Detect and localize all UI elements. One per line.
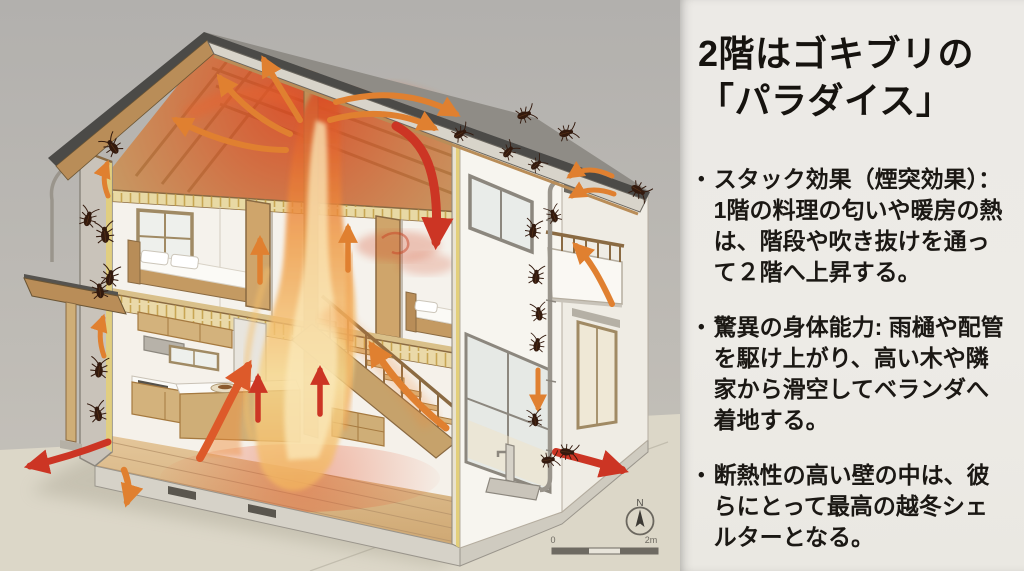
pillow [414,299,438,314]
heat-arrow-into-bedroom [391,121,454,251]
bedroom-window-front [468,173,534,255]
eave-entry-arrow [566,161,615,179]
heat-arrow-roof-left [216,73,293,137]
porch-column [65,301,77,443]
bullet-marker: • [698,465,705,486]
roof-edge-left [48,32,210,166]
bullet-item-stack-effect: • スタック効果（煙突効果）：1階の料理の匂いや暖房の熱は、階段や吹き抜けを通っ… [698,164,1010,288]
food [218,384,232,390]
page-title-line1: 2階はゴキブリの [698,33,975,74]
heat-arrow-roof-right [327,110,439,131]
heat-plume [160,82,456,512]
bullet-text: 断熱性の高い壁の中は、彼らにとって最高の越冬シェルターとなる。 [713,462,990,550]
foundation-vent [248,504,276,518]
compass-needle [635,509,645,527]
smoke-swirl [381,231,410,255]
foundation-vent [168,486,196,500]
heat-arrow-roof-right [333,92,461,117]
bullet-item-insulation: • 断熱性の高い壁の中は、彼らにとって最高の越冬シェルターとなる。 [698,460,1010,553]
heat-arrow-roof-peak [261,55,303,123]
scale-label-end: 2m [645,535,658,545]
bedroom-smoke [398,253,454,275]
porch [23,274,127,452]
bullet-text: 驚異の身体能力: 雨樋や配管を駆け上がり、高い木や隣家から滑空してベランダへ着地… [713,314,1004,433]
balcony-landing-arrow [572,242,615,307]
pillow [140,249,169,266]
airflow-arrows [23,55,629,508]
cut-insulation [456,126,460,548]
page-title-line2: 「パラダイス」 [698,80,953,121]
page-title: 2階はゴキブリの 「パラダイス」 [698,30,1010,124]
bullet-marker: • [698,317,705,338]
side-window [576,320,618,430]
bullet-list: • スタック効果（煙突効果）：1階の料理の匂いや暖房の熱は、階段や吹き抜けを通っ… [698,164,1010,553]
left-gutter-pipe [49,168,64,262]
ceiling-insulation [112,190,460,224]
info-panel: 2階はゴキブリの 「パラダイス」 • スタック効果（煙突効果）：1階の料理の匂い… [680,0,1024,571]
column-base [60,440,82,452]
compass: N [625,498,655,536]
heat-arrow-roof-left [171,117,289,153]
house-cutaway-illustration: N 0 2m [0,0,680,571]
eave-entry-arrow [568,181,617,199]
cooking-smell-arrow [196,359,252,462]
scale-bar: 0 2m [550,535,659,555]
wall-climb-arrow [93,159,111,199]
bullet-item-physical-ability: • 驚異の身体能力: 雨樋や配管を駆け上がり、高い木や隣家から滑空してベランダへ… [698,312,1010,436]
upper-cabinets [137,311,233,349]
bullet-marker: • [698,169,705,190]
bullet-text: スタック効果（煙突効果）：1階の料理の匂いや暖房の熱は、階段や吹き抜けを通って２… [713,166,1003,285]
wall-climb-arrow [90,313,108,359]
ground-exit-arrow-down [120,466,144,508]
stairs-updraft-arrow [368,340,450,432]
ground-exit-arrow-left [23,438,112,475]
scale-label-start: 0 [550,535,555,545]
pillow [170,253,199,270]
pipe-brackets [545,219,557,453]
fascia-wood-line [213,54,639,216]
compass-label: N [636,498,643,509]
window-lintel [572,308,620,328]
outdoor-faucet [485,443,541,501]
